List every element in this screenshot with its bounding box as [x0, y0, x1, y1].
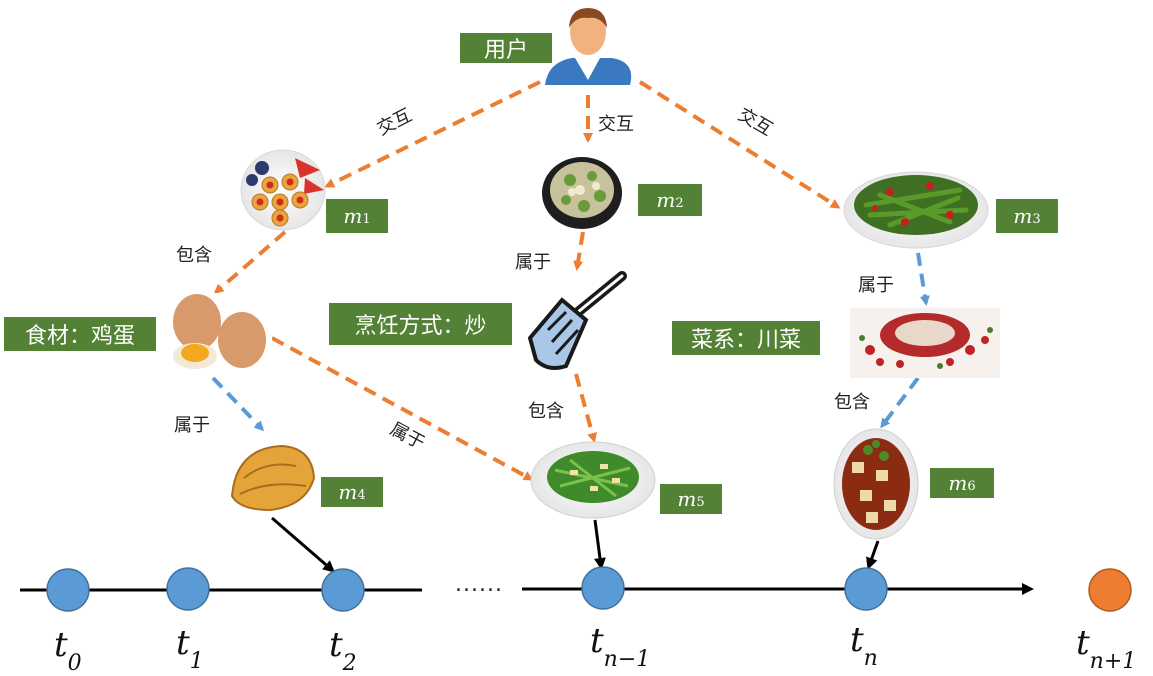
user-avatar-icon	[545, 8, 632, 85]
dish-m4-image	[226, 436, 316, 516]
dish-m3-image	[843, 171, 989, 249]
dish-m2-image	[538, 152, 624, 232]
edge-egg-m5	[271, 336, 534, 481]
ingredient-label: 食材：鸡蛋	[4, 317, 156, 351]
time-label-t2: t2	[329, 625, 357, 676]
time-label-t0: t0	[54, 625, 82, 676]
dish-m6-image	[833, 428, 919, 540]
timeline-node-tn	[844, 567, 888, 611]
time-label-tn+1: tn+1	[1076, 623, 1137, 674]
edge-user-m1	[324, 80, 541, 188]
time-label-t1: t1	[176, 623, 204, 674]
cooking-method-label: 烹饪方式：炒	[329, 303, 512, 345]
edge-m3-cuisine	[916, 252, 930, 306]
ingredient-egg-image	[160, 293, 272, 375]
edge-label-contain-m6: 包含	[834, 392, 870, 413]
cuisine-label: 菜系：川菜	[672, 321, 820, 355]
time-label-tn-1: tn−1	[590, 621, 651, 672]
edge-cuisine-m6	[880, 376, 920, 429]
time-label-tn: tn	[850, 620, 878, 671]
edge-egg-m4	[211, 376, 265, 432]
cuisine-image	[850, 308, 1000, 378]
edge-label-belong-egg-m4: 属于	[174, 415, 210, 436]
timeline-node-tn+1	[1088, 568, 1132, 612]
edge-m1-egg	[213, 230, 287, 294]
edge-label-contain-m5: 包含	[528, 401, 564, 422]
edge-label-belong-m3: 属于	[858, 275, 894, 296]
timeline-ellipsis: ......	[455, 572, 503, 597]
edge-label-belong-m2: 属于	[515, 252, 551, 273]
arrow-m5-tn1	[593, 519, 606, 570]
timeline-node-tn-1	[581, 566, 625, 610]
edge-label-interact-mid: 交互	[598, 114, 634, 135]
dish-m1-image	[240, 149, 326, 231]
edge-spatula-m5	[574, 373, 597, 443]
edge-label-contain-m1: 包含	[176, 245, 212, 266]
edge-user-m3	[638, 80, 841, 209]
timeline-node-t1	[166, 567, 210, 611]
timeline-node-t2	[321, 568, 365, 612]
arrow-m6-tn	[866, 540, 880, 570]
dish-m5-image	[530, 441, 656, 519]
user-label: 用户	[460, 33, 552, 63]
edge-m2-spatula	[573, 231, 585, 271]
timeline-node-t0	[46, 568, 90, 612]
spatula-icon	[527, 271, 627, 370]
arrow-m4-t2	[271, 516, 336, 573]
